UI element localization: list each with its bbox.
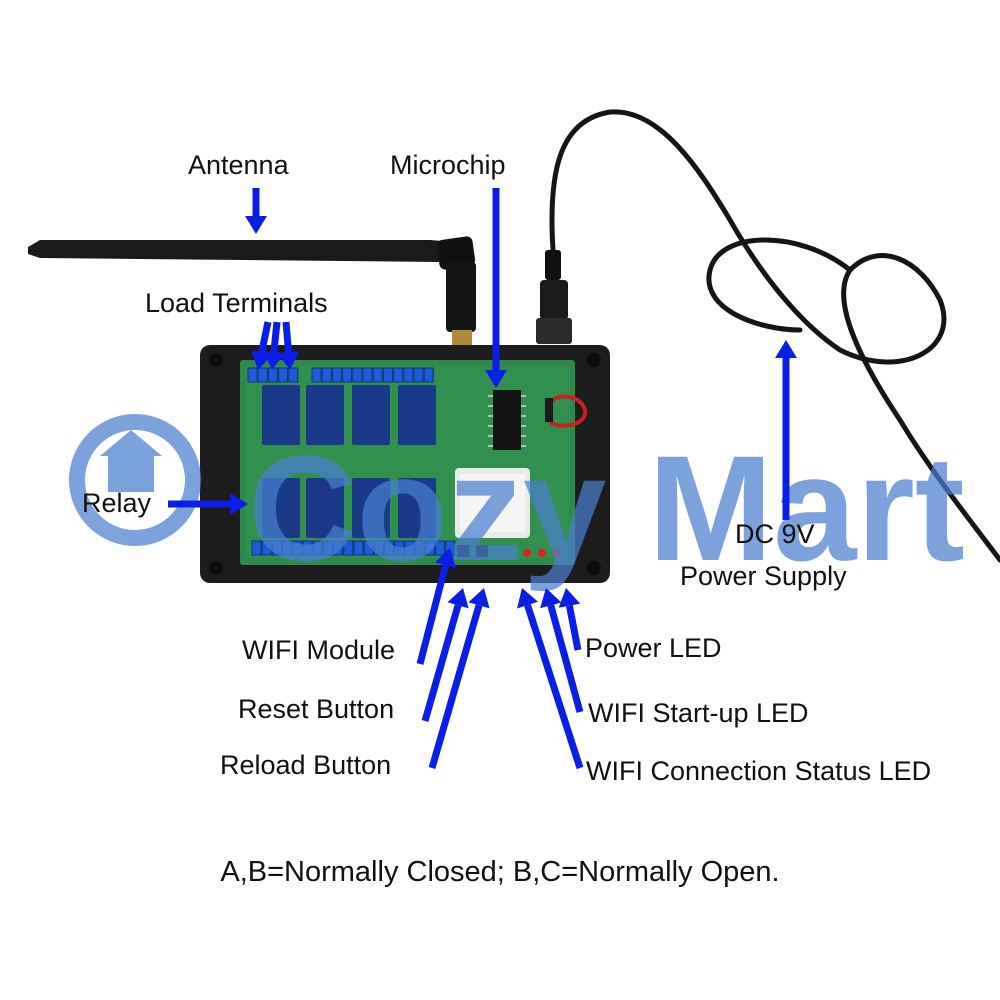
label-microchip: Microchip [390,150,506,180]
terminal-bottom-4 [282,540,293,556]
terminal-top-10 [403,367,414,383]
arrow-wifi-status-led [517,588,584,770]
arrow-wifi-module [416,548,457,665]
arrow-relay [168,493,248,515]
terminal-top-left-3 [267,367,278,383]
label-load-terminals: Load Terminals [145,288,328,318]
relay-7 [352,478,390,538]
label-wifi-startup-led: WIFI Start-up LED [588,698,809,728]
arrow-power-led [558,588,582,651]
terminal-bottom-16 [404,540,415,556]
terminal-top-left-5 [288,367,299,383]
terminal-bottom-18 [424,540,435,556]
terminal-bottom-5 [292,540,303,556]
label-reset-button: Reset Button [238,694,395,724]
terminal-strips [247,367,456,556]
power-wires [545,394,588,428]
terminal-top-3 [331,367,342,383]
terminal-top-12 [423,367,434,383]
label-antenna: Antenna [188,150,289,180]
terminal-bottom-1 [251,540,262,556]
terminal-top-7 [372,367,383,383]
label-wifi-module: WIFI Module [242,635,396,665]
arrow-reset-button [421,588,469,722]
terminal-bottom-9 [333,540,344,556]
arrow-reload-button [428,588,490,769]
relay-bank [262,385,436,538]
terminal-top-left-4 [278,367,289,383]
relay-3 [352,385,390,445]
terminal-top-left-1 [247,367,258,383]
terminal-top-6 [362,367,373,383]
terminal-top-5 [352,367,363,383]
dc-jack [536,250,572,344]
terminal-bottom-12 [363,540,374,556]
terminal-bottom-11 [353,540,364,556]
terminal-top-1 [311,367,322,383]
footnote-relay-contacts: A,B=Normally Closed; B,C=Normally Open. [220,856,780,888]
arrow-microchip [485,188,507,388]
microchip [488,390,526,450]
relay-6 [306,478,344,538]
terminal-bottom-14 [384,540,395,556]
pointer-arrows [168,188,797,770]
label-power-led: Power LED [585,633,722,663]
terminal-bottom-2 [261,540,272,556]
terminal-bottom-7 [312,540,323,556]
relay-2 [306,385,344,445]
label-dc-9v: DC 9V [735,519,815,549]
terminal-top-4 [342,367,353,383]
terminal-top-9 [393,367,404,383]
terminal-bottom-13 [373,540,384,556]
watermark-text: Cozy Mart [248,424,965,592]
relay-1 [262,385,300,445]
label-relay: Relay [82,488,152,518]
relay-4 [398,385,436,445]
terminal-top-11 [413,367,424,383]
wifi-module [455,468,530,538]
terminal-bottom-8 [322,540,333,556]
terminal-bottom-17 [414,540,425,556]
terminal-top-2 [321,367,332,383]
arrow-wifi-startup-led [540,588,584,713]
terminal-bottom-3 [271,540,282,556]
label-power-supply: Power Supply [680,561,847,591]
relay-8 [398,478,436,538]
arrow-load-terminal-3 [277,321,300,370]
terminal-bottom-19 [435,540,446,556]
arrow-dc-power [775,340,797,520]
relay-5 [262,478,300,538]
label-reload-button: Reload Button [220,750,392,780]
arrow-antenna [245,188,267,234]
power-cable [549,109,1000,563]
control-row [457,545,561,557]
terminal-bottom-6 [302,540,313,556]
arrow-load-terminal-2 [262,321,285,370]
watermark: Cozy Mart [69,414,965,592]
terminal-top-left-2 [257,367,268,383]
terminal-bottom-15 [394,540,405,556]
terminal-top-8 [382,367,393,383]
terminal-bottom-10 [343,540,354,556]
label-wifi-connection-status-led: WIFI Connection Status LED [586,756,932,786]
